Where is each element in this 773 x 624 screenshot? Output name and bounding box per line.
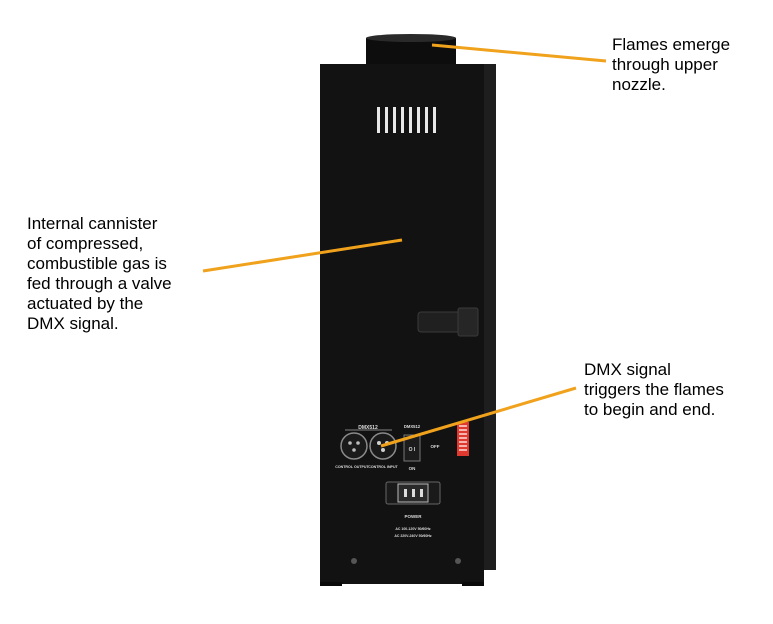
dmx-in-label: DMX512 xyxy=(358,425,378,431)
screw-left xyxy=(351,558,357,564)
upper-nozzle xyxy=(366,38,456,68)
rocker-switch xyxy=(403,434,421,462)
screw-right xyxy=(455,558,461,564)
control-input-label: CONTROL INPUT xyxy=(368,465,398,469)
power-inlet xyxy=(385,481,441,505)
annotation-cannister: Internal cannister of compressed, combus… xyxy=(27,214,172,333)
spec-line-2: AC 220V-240V 50/60Hz xyxy=(394,534,432,538)
power-label: POWER xyxy=(404,514,422,519)
foot-left xyxy=(320,582,342,586)
switch-marks: O I xyxy=(409,447,416,453)
on-label: ON xyxy=(409,466,416,471)
annotation-dmx: DMX signal triggers the flames to begin … xyxy=(584,360,724,419)
leader-line-dmx xyxy=(380,386,577,448)
annotation-nozzle: Flames emerge through upper nozzle. xyxy=(612,35,731,94)
side-latch xyxy=(417,307,479,337)
spec-line-1: AC 100-120V 50/60Hz xyxy=(395,527,430,531)
xlr-output xyxy=(340,432,368,460)
leader-line-cannister xyxy=(202,238,403,273)
vent-slots xyxy=(377,107,436,133)
foot-right xyxy=(462,582,484,586)
control-output-label: CONTROL OUTPUT xyxy=(335,465,369,469)
switch-dmx-label: DMX512 xyxy=(404,424,421,429)
off-label: OFF xyxy=(431,444,440,449)
housing-side xyxy=(484,64,496,570)
leader-line-nozzle xyxy=(431,43,607,63)
